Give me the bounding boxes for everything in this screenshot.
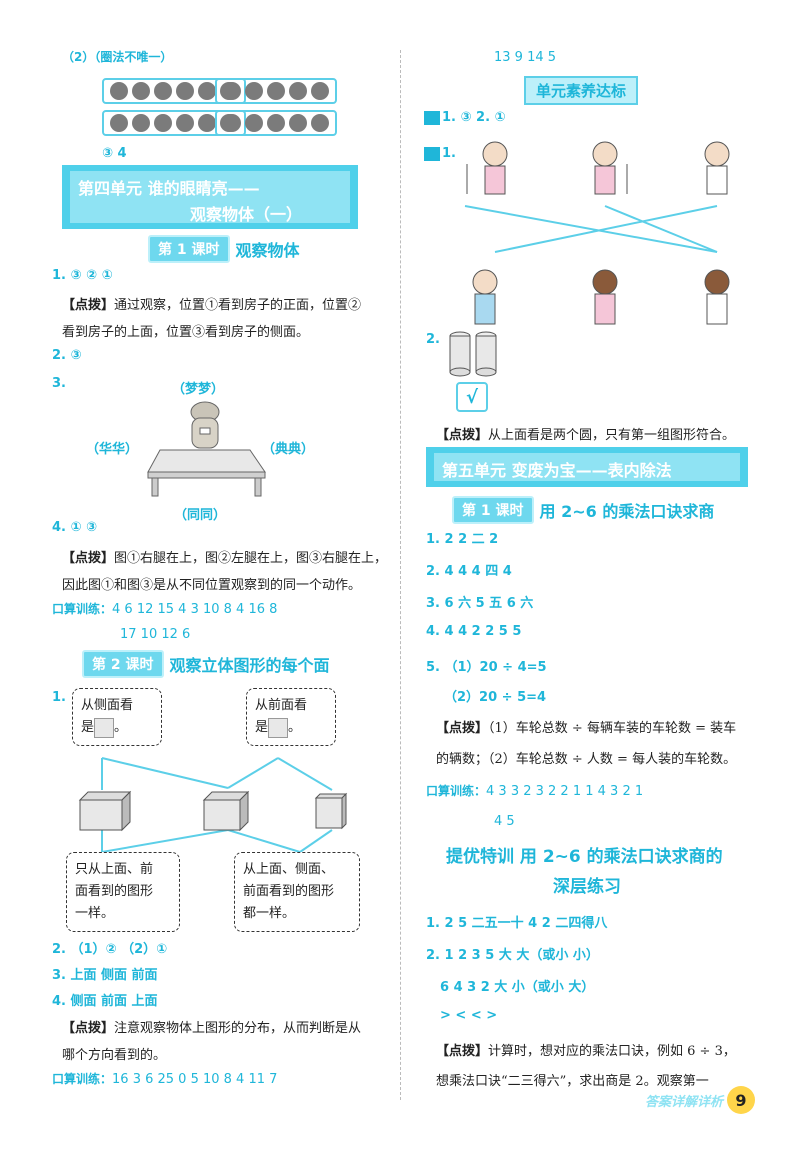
oral2-line1: 口算训练：16 3 6 25 0 5 10 8 4 11 7 — [52, 1072, 278, 1087]
tip2-line1: 【点拨】图①右腿在上，图②左腿在上，图③右腿在上， — [62, 551, 388, 566]
box-side-view: 从侧面看 是。 — [72, 688, 162, 746]
q3: 3. — [52, 376, 66, 391]
check-icon: √ — [465, 386, 478, 408]
right-tip2-line2: 的辆数；（2）车轮总数 ÷ 人数 = 每人装的车轮数。 — [436, 752, 737, 767]
tip3-line2: 哪个方向看到的。 — [62, 1048, 167, 1063]
special-title-1: 提优特训 用 2~6 的乘法口诀求商的 — [446, 847, 723, 867]
lesson2-title: 观察立体图形的每个面 — [169, 656, 330, 675]
section2-badge — [424, 146, 440, 161]
square-small-icon — [94, 717, 115, 738]
lesson2-header: 第 2 课时 观察立体图形的每个面 — [82, 650, 330, 678]
page-footer: 答案详解详析 9 — [645, 1086, 755, 1114]
solids-figure — [78, 790, 348, 832]
section1-answers: 1. ③ 2. ① — [424, 110, 506, 125]
footer-text: 答案详解详析 — [644, 1094, 723, 1110]
r-lesson1-title: 用 2~6 的乘法口诀求商 — [539, 502, 715, 521]
right-tip3-line2: 想乘法口诀“二三得六”，求出商是 2。观察第一 — [436, 1074, 709, 1089]
q23: 3. 上面 侧面 前面 — [52, 968, 158, 983]
left-top-line: （2）（圈法不唯一） — [62, 50, 173, 64]
oral1-line2: 17 10 12 6 — [120, 627, 191, 642]
q21: 1. — [52, 690, 66, 705]
check-box: √ — [456, 382, 488, 412]
r-lesson1-header: 第 1 课时 用 2~6 的乘法口诀求商 — [452, 496, 715, 524]
right-tip2-line1: 【点拨】（1）车轮总数 ÷ 每辆车装的车轮数 = 装车 — [436, 721, 737, 736]
right-top-nums: 13 9 14 5 — [494, 50, 557, 65]
a4: 4. 4 4 2 2 5 5 — [426, 624, 522, 639]
circle-group-4 — [215, 110, 337, 136]
unit5-title: 第五单元 变废为宝——表内除法 — [442, 461, 672, 480]
table-figure — [147, 401, 266, 497]
column-divider — [400, 50, 401, 1100]
item3: ③ 4 — [102, 146, 127, 161]
lesson1-header: 第 1 课时 观察物体 — [148, 235, 300, 263]
q4: 4. ① ③ — [52, 520, 98, 535]
section1-badge — [424, 110, 440, 125]
special-title-2: 深层练习 — [553, 877, 621, 897]
square-small-icon — [268, 717, 289, 738]
matching-lines-1 — [101, 757, 333, 853]
label-huahua: （华华） — [86, 442, 139, 457]
unit4-title-1: 第四单元 谁的眼睛亮—— — [78, 179, 260, 198]
box-front-view: 从前面看 是。 — [246, 688, 336, 746]
right-tip1: 【点拨】从上面看是两个圆，只有第一组图形符合。 — [436, 428, 736, 443]
b2-line3: > < < > — [440, 1008, 498, 1023]
tip1-line1: 【点拨】通过观察，位置①看到房子的正面，位置② — [62, 298, 362, 313]
unit-test-header: 单元素养达标 — [524, 76, 639, 105]
cylinders-figure — [449, 331, 497, 377]
label-diandian: （典典） — [262, 442, 315, 457]
q2: 2. ③ — [52, 348, 82, 363]
lesson1-tag: 第 1 课时 — [148, 235, 230, 263]
lesson2-tag: 第 2 课时 — [82, 650, 164, 678]
right-oral-line1: 口算训练：4 3 3 2 3 2 2 1 1 4 3 2 1 — [426, 784, 644, 799]
right-tip3-line1: 【点拨】计算时，想对应的乘法口诀，例如 6 ÷ 3， — [436, 1044, 736, 1059]
oral1-line1: 口算训练：4 6 12 15 4 3 10 8 4 16 8 — [52, 602, 278, 617]
section2-q2: 2. — [426, 332, 440, 347]
box-top-front: 只从上面、前面看到的图形一样。 — [66, 852, 180, 932]
a5-2: （2）20 ÷ 5=4 — [444, 690, 547, 705]
a3: 3. 6 六 5 五 6 六 — [426, 596, 534, 611]
kids-matching-figure — [464, 141, 730, 325]
r-lesson1-tag: 第 1 课时 — [452, 496, 534, 524]
b2-line2: 6 4 3 2 大 小（或小 大） — [440, 980, 595, 995]
page-number: 9 — [727, 1086, 755, 1114]
b2-line1: 2. 1 2 3 5 大 大（或小 小） — [426, 948, 599, 963]
box-all-views: 从上面、侧面、前面看到的图形都一样。 — [234, 852, 360, 932]
unit4-banner: 第四单元 谁的眼睛亮—— 观察物体（一） — [62, 165, 358, 229]
a2: 2. 4 4 4 四 4 — [426, 564, 512, 579]
label-mengmeng: （梦梦） — [172, 382, 225, 397]
circle-group-2 — [215, 78, 337, 104]
right-oral-line2: 4 5 — [494, 814, 515, 829]
tip3-line1: 【点拨】注意观察物体上图形的分布，从而判断是从 — [62, 1021, 362, 1036]
q24: 4. 侧面 前面 上面 — [52, 994, 158, 1009]
label-tongtong: （同同） — [174, 508, 227, 523]
q1: 1. ③ ② ① — [52, 268, 113, 283]
section2-q1: 1. — [424, 146, 456, 161]
unit5-banner: 第五单元 变废为宝——表内除法 — [426, 447, 748, 487]
unit4-title-2: 观察物体（一） — [190, 205, 303, 224]
lesson1-title: 观察物体 — [235, 241, 300, 260]
a5-1: 5. （1）20 ÷ 4=5 — [426, 660, 547, 675]
q22: 2. （1）② （2）① — [52, 942, 168, 957]
tip1-line2: 看到房子的上面，位置③看到房子的侧面。 — [62, 325, 310, 340]
b1: 1. 2 5 二五一十 4 2 二四得八 — [426, 916, 608, 931]
a1: 1. 2 2 二 2 — [426, 532, 499, 547]
tip2-line2: 因此图①和图③是从不同位置观察到的同一个动作。 — [62, 578, 362, 593]
